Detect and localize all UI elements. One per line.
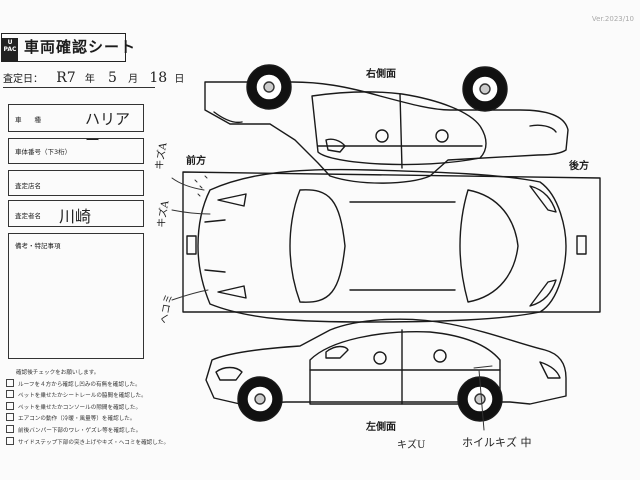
date-year: R7 <box>56 70 76 86</box>
checklist: 確認後チェックをお願いします。 ルーフを４方から確認し凹みの有無を確認した。 ペ… <box>6 368 169 448</box>
date-underline <box>3 87 155 88</box>
appraisal-date: 査定日： R7 年 5 月 18 日 <box>3 70 184 86</box>
checkbox[interactable] <box>6 424 14 433</box>
date-month: 5 <box>108 70 117 86</box>
annotation-left-a: キズU <box>397 440 426 451</box>
checkbox[interactable] <box>6 401 14 410</box>
checkbox[interactable] <box>6 436 14 445</box>
checkbox[interactable] <box>6 378 14 387</box>
front-label: 前方 <box>186 156 206 167</box>
upac-logo: U PAC <box>2 38 18 62</box>
checklist-intro: 確認後チェックをお願いします。 <box>16 370 100 376</box>
right-side-view <box>204 81 569 184</box>
logo-line1: U <box>7 39 13 46</box>
checklist-item[interactable]: 前後バンパー下部のワレ・ゲズレ等を確認した。 <box>6 424 169 437</box>
date-day-unit: 日 <box>174 74 185 85</box>
top-view <box>182 168 601 323</box>
checklist-item[interactable]: ペットを乗せたかシートレールの脇間を確認した。 <box>6 390 169 402</box>
logo-line2: PAC <box>3 46 17 53</box>
date-day: 18 <box>149 70 168 86</box>
appraiser-value: 川崎 <box>59 207 92 226</box>
left-side-label: 左側面 <box>366 422 396 433</box>
checkbox[interactable] <box>6 413 14 422</box>
chassis-field[interactable]: 車体番号（下3桁） <box>8 138 144 164</box>
date-label: 査定日： <box>3 74 43 85</box>
left-side-wheels <box>237 376 503 422</box>
right-side-wheels <box>246 64 508 112</box>
vehicle-field[interactable]: 車 種 ハリアー <box>8 104 144 149</box>
page-title: 車両確認シート <box>24 38 137 56</box>
shop-label: 査定店名 <box>15 182 41 190</box>
notes-label: 備考・特記事項 <box>15 242 61 250</box>
vehicle-value: ハリアー <box>85 110 131 149</box>
chassis-label: 車体番号（下3桁） <box>15 148 72 156</box>
title-box <box>1 33 126 62</box>
checklist-item[interactable]: サイドステップ下部の突き上げやキズ・ヘコミを確認した。 <box>6 436 169 449</box>
checkbox[interactable] <box>6 390 14 399</box>
checklist-item[interactable]: エアコンの動作（冷暖・風量等）を確認した。 <box>6 413 169 425</box>
date-month-unit: 月 <box>128 74 139 85</box>
notes-field[interactable]: 備考・特記事項 <box>8 233 144 359</box>
date-year-unit: 年 <box>84 74 95 85</box>
checklist-item[interactable]: ルーフを４方から確認し凹みの有無を確認した。 <box>6 378 169 391</box>
version-label: Ver.2023/10 <box>591 15 634 23</box>
annotation-left-b: ホイルキズ 中 <box>462 436 532 449</box>
right-side-label: 右側面 <box>366 69 396 80</box>
rear-label: 後方 <box>569 161 589 172</box>
appraiser-field[interactable]: 査定者名 川崎 <box>8 200 144 227</box>
vehicle-label: 車 種 <box>15 116 41 124</box>
appraiser-label: 査定者名 <box>15 212 41 220</box>
damage-marks <box>171 175 493 431</box>
checklist-item[interactable]: ペットを乗せたかコンソールの隙間を確認した。 <box>6 401 169 414</box>
shop-field[interactable]: 査定店名 <box>8 170 144 196</box>
left-side-view <box>205 318 567 405</box>
